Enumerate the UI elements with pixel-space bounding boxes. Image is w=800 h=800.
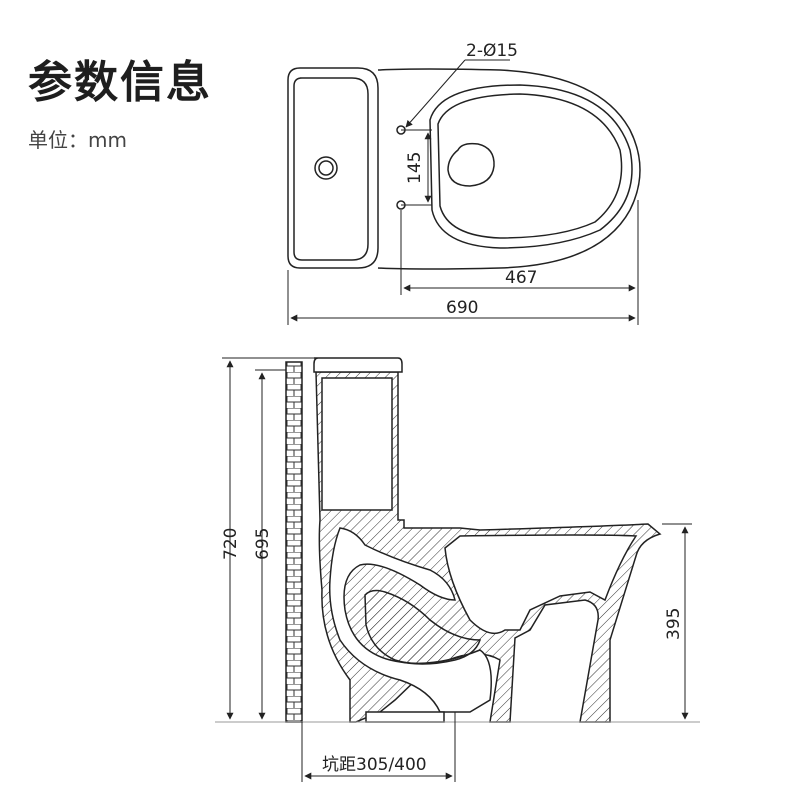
bowl-cavity bbox=[444, 534, 638, 635]
tank-lid bbox=[313, 357, 403, 373]
hole-to-front-label: 467 bbox=[505, 268, 537, 288]
flush-button-icon bbox=[314, 156, 338, 180]
seat-inner-outline bbox=[437, 93, 623, 239]
holes-label: 2-Ø15 bbox=[466, 41, 518, 61]
trap-core bbox=[364, 589, 482, 665]
bowl-top-outline bbox=[377, 68, 641, 270]
bowl-opening bbox=[447, 142, 495, 187]
top-view-dimensions bbox=[287, 59, 639, 325]
tank-top-outline bbox=[287, 67, 379, 269]
side-view bbox=[313, 357, 662, 723]
total-length-label: 690 bbox=[446, 298, 478, 318]
wall bbox=[285, 361, 303, 723]
trapway bbox=[328, 527, 492, 713]
page-title: 参数信息 bbox=[28, 57, 212, 108]
rough-in-label: 坑距305/400 bbox=[322, 755, 427, 775]
tank-height-label: 695 bbox=[253, 528, 273, 560]
unit-label: 单位：mm bbox=[28, 128, 127, 152]
side-view-dimensions bbox=[222, 357, 692, 782]
top-view bbox=[287, 67, 641, 270]
total-height-label: 720 bbox=[221, 528, 241, 560]
seat-height-label: 395 bbox=[664, 608, 684, 640]
seat-top-outline bbox=[429, 84, 633, 249]
base-flange bbox=[365, 711, 445, 723]
tank-cavity bbox=[321, 377, 393, 511]
hole-spacing-label: 145 bbox=[405, 152, 425, 184]
tank-top-inner bbox=[293, 77, 369, 261]
